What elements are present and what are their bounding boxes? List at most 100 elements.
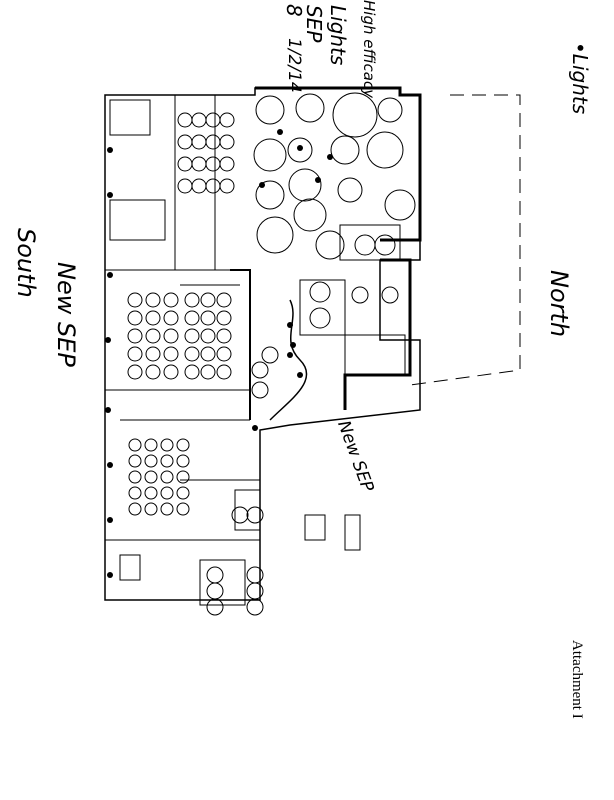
attachment-label: Attachment I [569,640,585,719]
tank-circle [315,230,345,260]
tank-circle [176,470,190,484]
tank-circle [184,328,200,344]
tank-circle [216,364,232,380]
tank-circle [256,216,294,254]
tank-circle [366,131,404,169]
south-label: South [12,228,40,298]
tank-circle [176,454,190,468]
light-marker-icon [287,352,293,358]
tank-circle [200,328,216,344]
tank-circle [191,178,207,194]
tank-circle [184,346,200,362]
tank-circle [251,381,269,399]
tank-circle [128,454,142,468]
tank-circle [177,112,193,128]
tank-circle [177,156,193,172]
light-marker-icon [259,182,265,188]
tank-circle [128,438,142,452]
light-marker-icon [287,322,293,328]
tank-circle [330,135,360,165]
tank-circle [253,138,287,172]
light-marker-icon [105,337,111,343]
light-marker-icon [315,177,321,183]
tank-circle [163,346,179,362]
tank-circle [205,134,221,150]
tank-circle [381,286,399,304]
tank-circle [351,286,369,304]
tank-circle [127,328,143,344]
tank-circle [206,598,224,616]
tank-circle [184,310,200,326]
tank-circle [128,470,142,484]
tank-circle [128,486,142,500]
tank-circle [354,234,376,256]
light-marker-icon [252,425,258,431]
tank-circle [216,346,232,362]
tank-circle [246,506,264,524]
light-marker-icon [277,129,283,135]
tank-circle [127,364,143,380]
tank-circle [163,328,179,344]
legend-lights-note: •Lights [568,42,592,115]
light-marker-icon [297,145,303,151]
light-marker-icon [107,462,113,468]
tank-circle [287,137,313,163]
tank-circle [337,177,363,203]
tank-circle [206,582,224,600]
annotation-high-efficacy: High efficacy [360,0,378,99]
light-marker-icon [107,192,113,198]
tank-circle [127,292,143,308]
tank-circle [288,168,322,202]
tank-circle [216,310,232,326]
tank-circle [200,346,216,362]
annotation-date: 1/2/14 [284,38,304,93]
tank-circle [374,234,396,256]
tank-circle [145,346,161,362]
light-marker-icon [107,572,113,578]
tank-circle [261,346,279,364]
new-sep-left-label: New SEP [52,262,80,367]
tank-circle [246,598,264,616]
light-marker-icon [107,517,113,523]
building-outline [104,87,421,601]
light-marker-icon [297,372,303,378]
tank-circle [206,566,224,584]
tank-circle [128,502,142,516]
tank-circle [184,364,200,380]
light-marker-icon [105,407,111,413]
tank-circle [200,364,216,380]
tank-circle [163,292,179,308]
tank-circle [163,310,179,326]
tank-circle [255,95,285,125]
tank-circle [176,438,190,452]
tank-circle [160,502,174,516]
tank-circle [127,346,143,362]
tank-circle [191,156,207,172]
tank-circle [144,486,158,500]
tank-circle [160,486,174,500]
tank-circle [177,178,193,194]
tank-circle [219,178,235,194]
tank-circle [219,156,235,172]
light-marker-icon [107,147,113,153]
north-label: North [545,270,573,338]
tank-circle [251,361,269,379]
tank-circle [191,112,207,128]
tank-circle [293,198,327,232]
tank-circle [255,180,285,210]
tank-circle [160,438,174,452]
annotation-sep: SEP [302,5,326,43]
tank-circle [200,292,216,308]
tank-circle [160,454,174,468]
light-marker-icon [290,342,296,348]
tank-circle [177,134,193,150]
tank-circle [144,502,158,516]
tank-circle [176,502,190,516]
tank-circle [144,438,158,452]
tank-circle [184,292,200,308]
tank-circle [200,310,216,326]
tank-circle [205,178,221,194]
tank-circle [231,506,249,524]
tank-circle [145,328,161,344]
